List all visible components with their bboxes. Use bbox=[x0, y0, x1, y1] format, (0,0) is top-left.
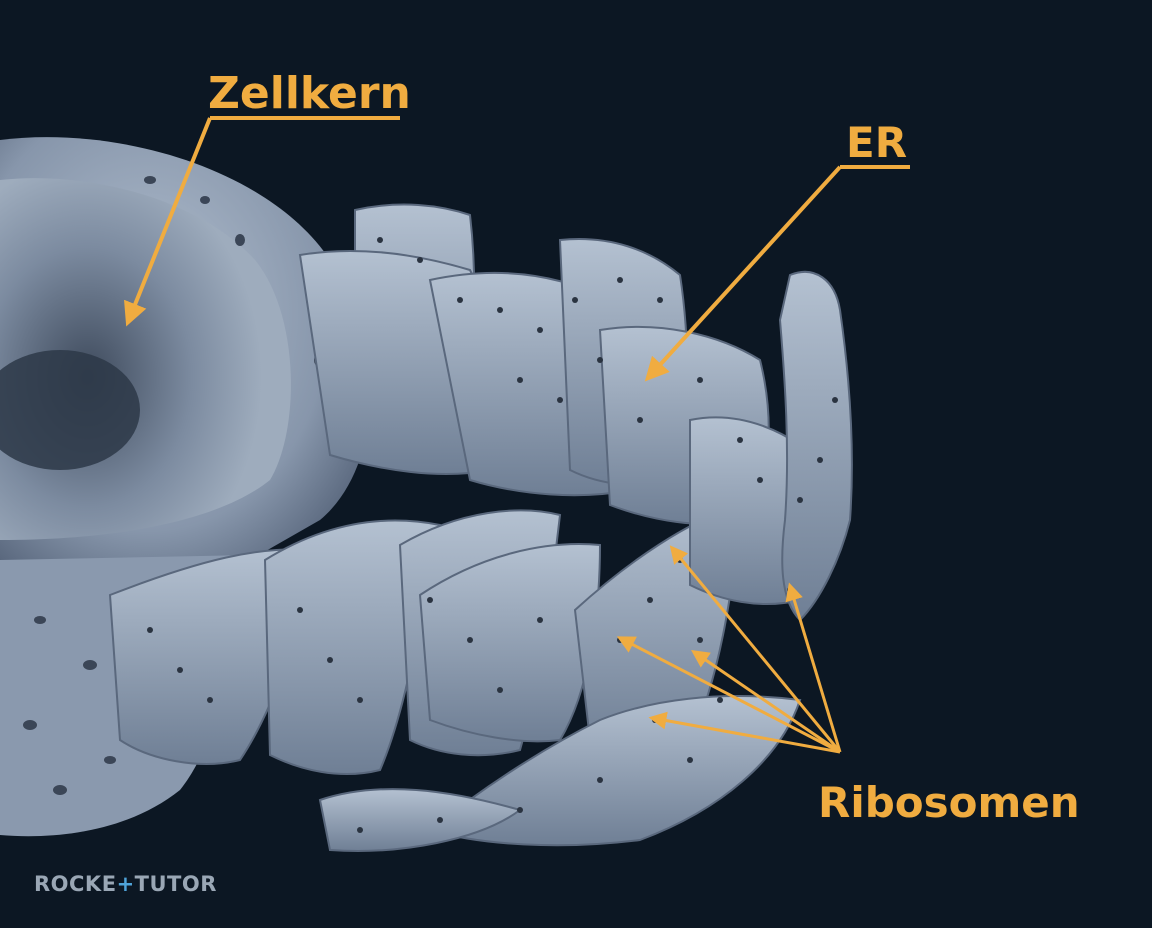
label-zellkern: Zellkern bbox=[208, 68, 411, 119]
er-arrow bbox=[644, 165, 842, 382]
label-er: ER bbox=[846, 118, 908, 167]
ribosome-arrow bbox=[785, 582, 842, 753]
nucleolus bbox=[0, 350, 140, 470]
logo-text-left: ROCKE bbox=[34, 872, 117, 896]
ribosomes bbox=[147, 237, 838, 833]
ribosome-arrow bbox=[691, 649, 841, 754]
annotation-arrows bbox=[124, 116, 910, 754]
er-group bbox=[108, 203, 853, 852]
rocketutor-logo: ROCKE+TUTOR bbox=[34, 872, 217, 896]
ribosome-arrow bbox=[616, 636, 841, 754]
label-ribosomen: Ribosomen bbox=[818, 778, 1080, 827]
ribosome-arrow bbox=[669, 545, 842, 753]
er-tube bbox=[778, 270, 853, 622]
logo-plus-mark: + bbox=[116, 872, 135, 896]
ribosome-arrow bbox=[648, 711, 841, 754]
zellkern-arrow bbox=[124, 117, 212, 327]
logo-text-right: TUTOR bbox=[134, 872, 217, 896]
